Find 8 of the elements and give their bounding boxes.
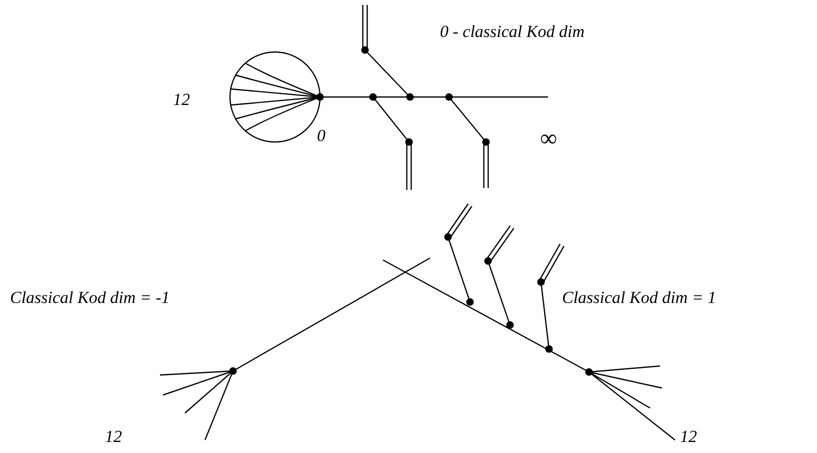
multiplicity-label: 12: [680, 428, 697, 445]
kodaira-dimension-label: Classical Kod dim = 1: [562, 289, 716, 306]
kodaira-dimension-label: Classical Kod dim = -1: [10, 289, 170, 306]
vertex-label: 0: [317, 127, 326, 144]
kodaira-dimension-label: 0 - classical Kod dim: [440, 23, 584, 40]
multiplicity-label: 12: [105, 428, 122, 445]
multiplicity-label: 12: [173, 91, 190, 108]
infinity-label: ∞: [540, 127, 558, 151]
